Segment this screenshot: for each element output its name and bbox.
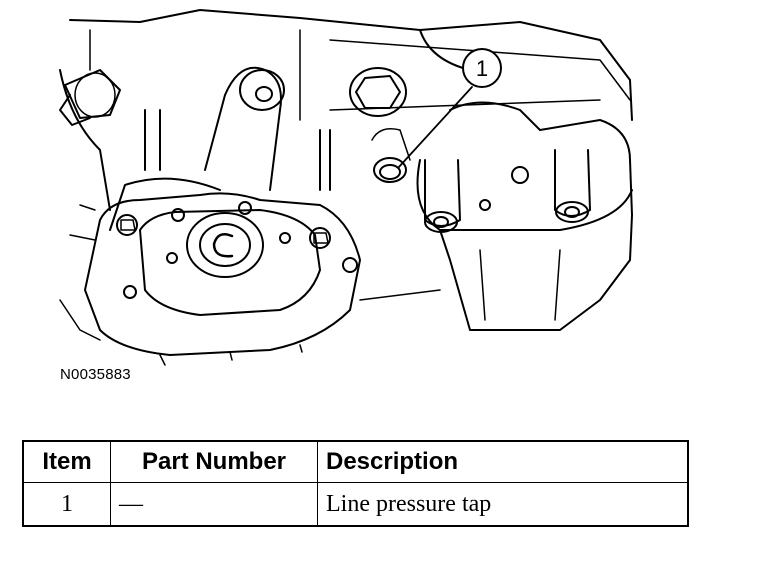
header-item: Item bbox=[22, 440, 111, 483]
cell-description: Line pressure tap bbox=[317, 482, 689, 527]
parts-table: Item Part Number Description 1 — Line pr… bbox=[22, 440, 689, 527]
table-row: 1 — Line pressure tap bbox=[22, 482, 689, 527]
callout-number: 1 bbox=[476, 56, 488, 81]
cell-item: 1 bbox=[22, 482, 111, 527]
table-header-row: Item Part Number Description bbox=[22, 440, 689, 483]
figure-id: N0035883 bbox=[60, 366, 131, 383]
header-description: Description bbox=[317, 440, 689, 483]
header-part-number: Part Number bbox=[110, 440, 318, 483]
cell-part-number: — bbox=[110, 482, 318, 527]
callout-circle bbox=[462, 48, 502, 88]
transmission-illustration: 1 bbox=[59, 9, 633, 366]
